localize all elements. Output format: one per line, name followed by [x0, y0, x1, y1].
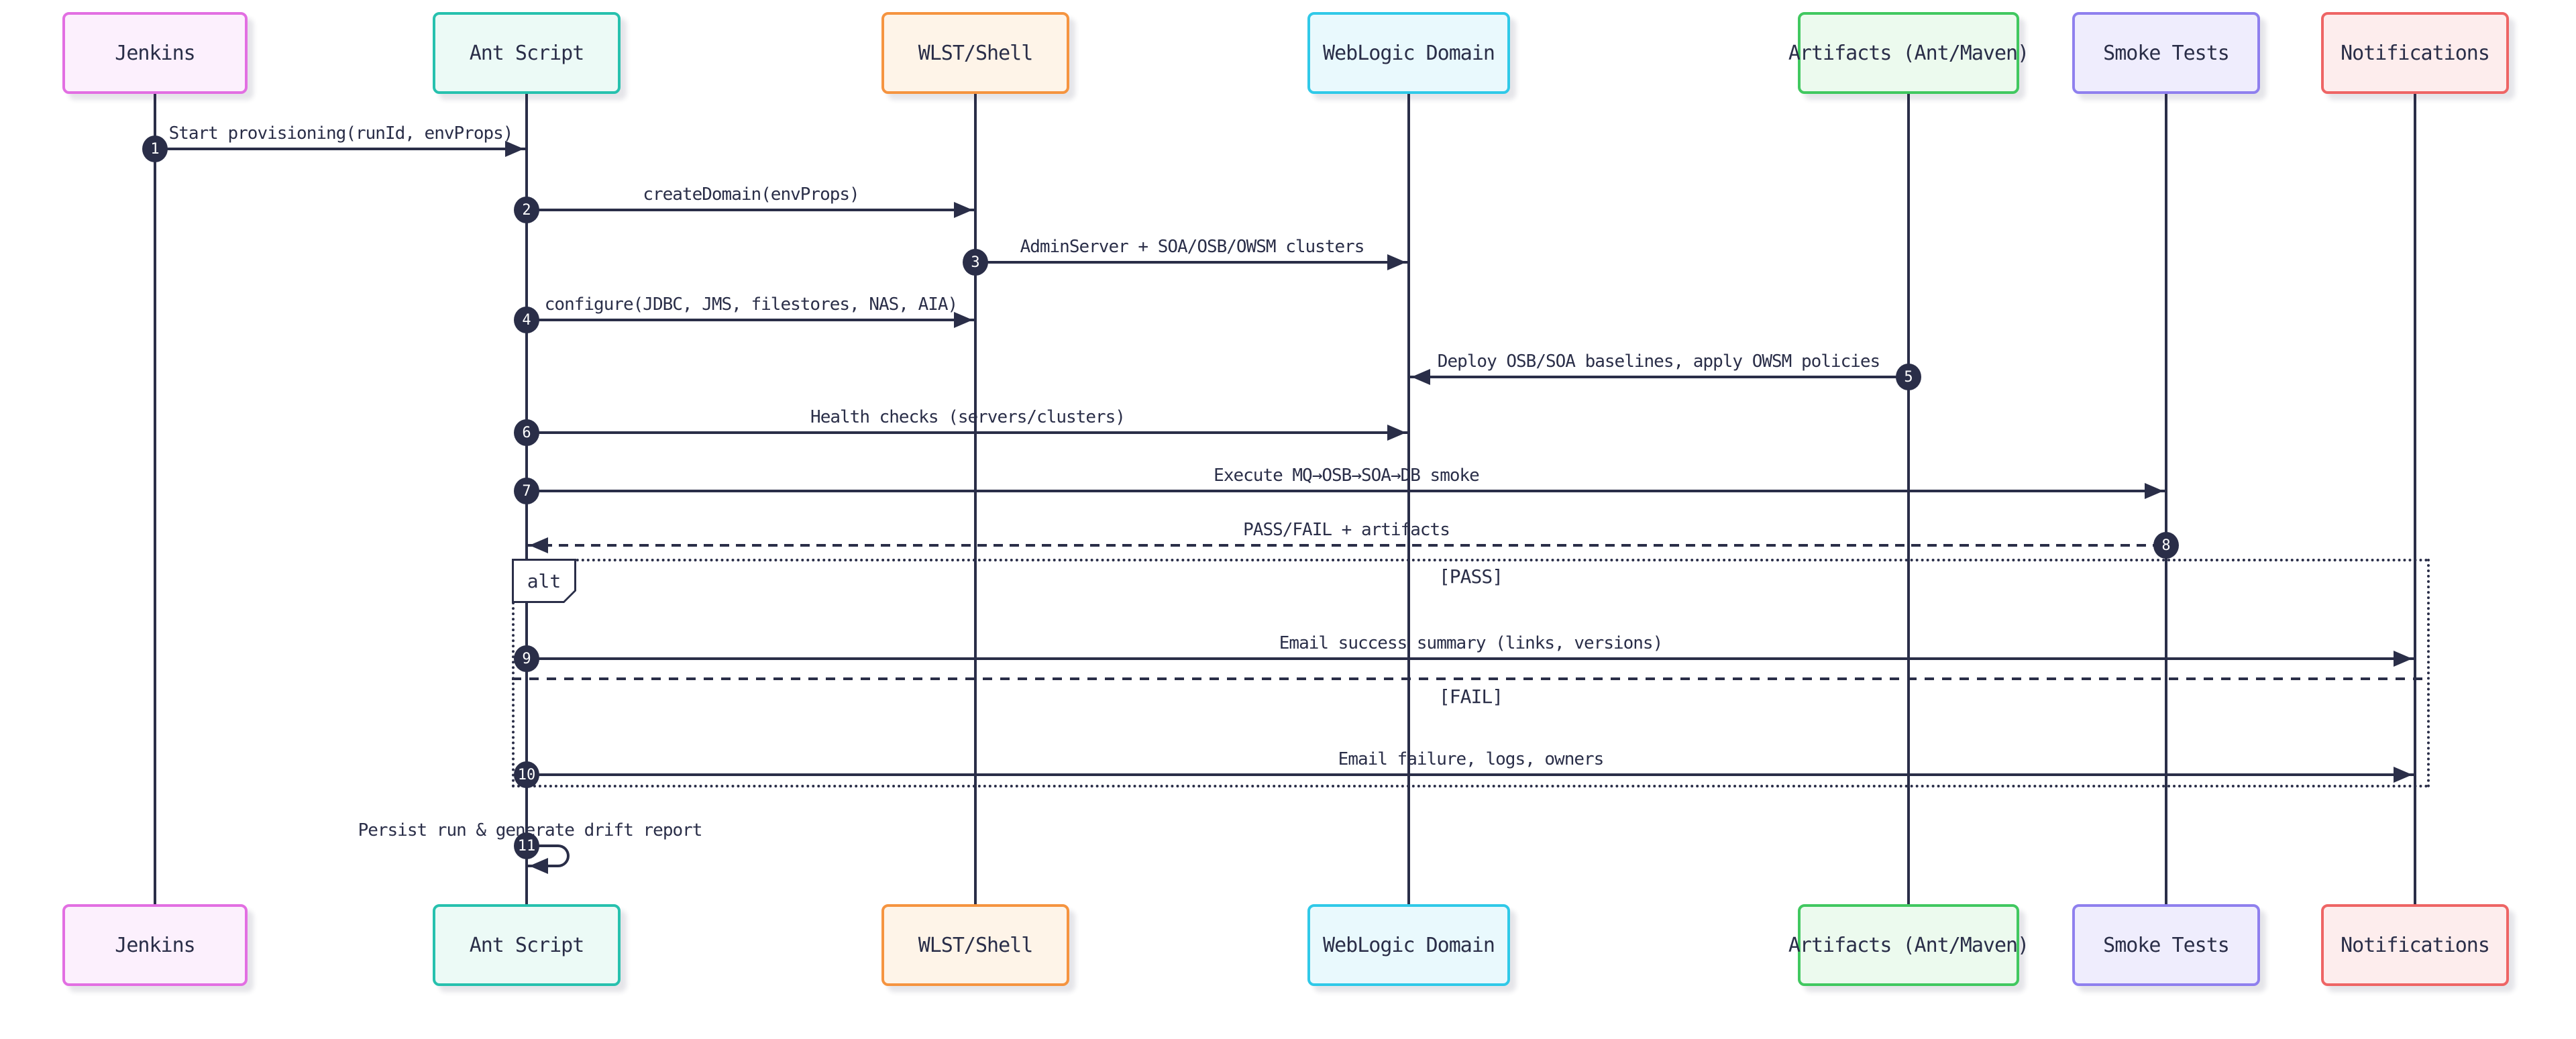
- lifeline-smoke-tests: [2165, 91, 2167, 907]
- message-8-line: [527, 544, 2166, 547]
- actor-top-wlst-shell: WLST/Shell: [881, 12, 1069, 94]
- actor-label: Smoke Tests: [2103, 41, 2230, 65]
- message-6-label: Health checks (servers/clusters): [810, 407, 1126, 427]
- message-4-line: [527, 319, 975, 321]
- actor-label: Jenkins: [115, 41, 195, 65]
- actor-bottom-smoke-tests: Smoke Tests: [2072, 904, 2260, 986]
- message-4-arrowhead: [954, 312, 973, 328]
- actor-bottom-artifacts: Artifacts (Ant/Maven): [1788, 904, 2029, 986]
- message-3-line: [975, 261, 1409, 264]
- message-5-arrowhead: [1411, 369, 1430, 385]
- actor-bottom-weblogic-domain: WebLogic Domain: [1307, 904, 1510, 986]
- actor-label: Ant Script: [469, 933, 585, 957]
- message-5-label: Deploy OSB/SOA baselines, apply OWSM pol…: [1437, 351, 1880, 372]
- message-9-arrowhead: [2394, 651, 2412, 667]
- message-10-label: Email failure, logs, owners: [1338, 749, 1605, 769]
- message-6-arrowhead: [1387, 425, 1406, 441]
- actor-label: WebLogic Domain: [1323, 933, 1495, 957]
- actor-top-notifications: Notifications: [2321, 12, 2509, 94]
- actor-label: Artifacts (Ant/Maven): [1788, 933, 2029, 957]
- sequence-number-1: 1: [142, 135, 168, 162]
- lifeline-jenkins: [154, 91, 156, 907]
- message-8-arrowhead: [529, 537, 548, 553]
- sequence-number-11: 11: [514, 832, 539, 859]
- sequence-number-6: 6: [514, 419, 539, 446]
- actor-bottom-ant-script: Ant Script: [433, 904, 621, 986]
- actor-bottom-wlst-shell: WLST/Shell: [881, 904, 1069, 986]
- actor-label: Artifacts (Ant/Maven): [1788, 41, 2029, 65]
- actor-bottom-notifications: Notifications: [2321, 904, 2509, 986]
- message-2-label: createDomain(envProps): [643, 184, 859, 205]
- message-4-label: configure(JDBC, JMS, filestores, NAS, AI…: [544, 294, 958, 315]
- actor-label: WLST/Shell: [918, 933, 1034, 957]
- message-11-arrowhead: [529, 858, 548, 874]
- message-3-label: AdminServer + SOA/OSB/OWSM clusters: [1020, 237, 1365, 257]
- message-7-label: Execute MQ→OSB→SOA→DB smoke: [1214, 466, 1480, 486]
- message-3-arrowhead: [1387, 254, 1406, 270]
- actor-top-artifacts: Artifacts (Ant/Maven): [1788, 12, 2029, 94]
- actor-label: WebLogic Domain: [1323, 41, 1495, 65]
- sequence-number-3: 3: [963, 249, 988, 276]
- actor-top-weblogic-domain: WebLogic Domain: [1307, 12, 1510, 94]
- message-1-label: Start provisioning(runId, envProps): [168, 123, 514, 144]
- message-9-line: [527, 657, 2415, 660]
- actor-label: WLST/Shell: [918, 41, 1034, 65]
- sequence-number-4: 4: [514, 307, 539, 333]
- actor-label: Smoke Tests: [2103, 933, 2230, 957]
- lifeline-weblogic-domain: [1407, 91, 1410, 907]
- actor-label: Ant Script: [469, 41, 585, 65]
- message-8-label: PASS/FAIL + artifacts: [1243, 520, 1450, 540]
- actor-label: Jenkins: [115, 933, 195, 957]
- sequence-number-9: 9: [514, 645, 539, 672]
- alt-frame-label: alt: [512, 559, 576, 603]
- actor-top-smoke-tests: Smoke Tests: [2072, 12, 2260, 94]
- message-10-line: [527, 773, 2415, 776]
- actor-label: Notifications: [2341, 41, 2490, 65]
- message-6-line: [527, 431, 1409, 434]
- message-1-arrowhead: [505, 141, 524, 157]
- alt-frame: [512, 559, 2430, 787]
- alt-frame-label-text: alt: [514, 561, 574, 601]
- alt-condition-label: [PASS]: [1438, 565, 1503, 588]
- sequence-number-5: 5: [1896, 364, 1921, 390]
- message-2-line: [527, 209, 975, 211]
- lifeline-notifications: [2414, 91, 2416, 907]
- sequence-number-8: 8: [2153, 532, 2179, 559]
- message-7-line: [527, 490, 2166, 492]
- actor-label: Notifications: [2341, 933, 2490, 957]
- message-11-self-loop: [527, 844, 570, 867]
- message-10-arrowhead: [2394, 767, 2412, 783]
- message-5-line: [1409, 376, 1909, 378]
- actor-top-jenkins: Jenkins: [62, 12, 248, 94]
- actor-top-ant-script: Ant Script: [433, 12, 621, 94]
- message-9-label: Email success summary (links, versions): [1279, 633, 1663, 653]
- sequence-number-10: 10: [514, 761, 539, 788]
- lifeline-artifacts: [1907, 91, 1910, 907]
- sequence-number-7: 7: [514, 478, 539, 504]
- actor-bottom-jenkins: Jenkins: [62, 904, 248, 986]
- sequence-number-2: 2: [514, 197, 539, 223]
- lifeline-wlst-shell: [974, 91, 977, 907]
- message-1-line: [155, 148, 527, 150]
- message-7-arrowhead: [2145, 483, 2163, 499]
- alt-condition-label: [FAIL]: [1438, 686, 1503, 708]
- alt-frame-divider: [512, 677, 2430, 680]
- message-2-arrowhead: [954, 202, 973, 218]
